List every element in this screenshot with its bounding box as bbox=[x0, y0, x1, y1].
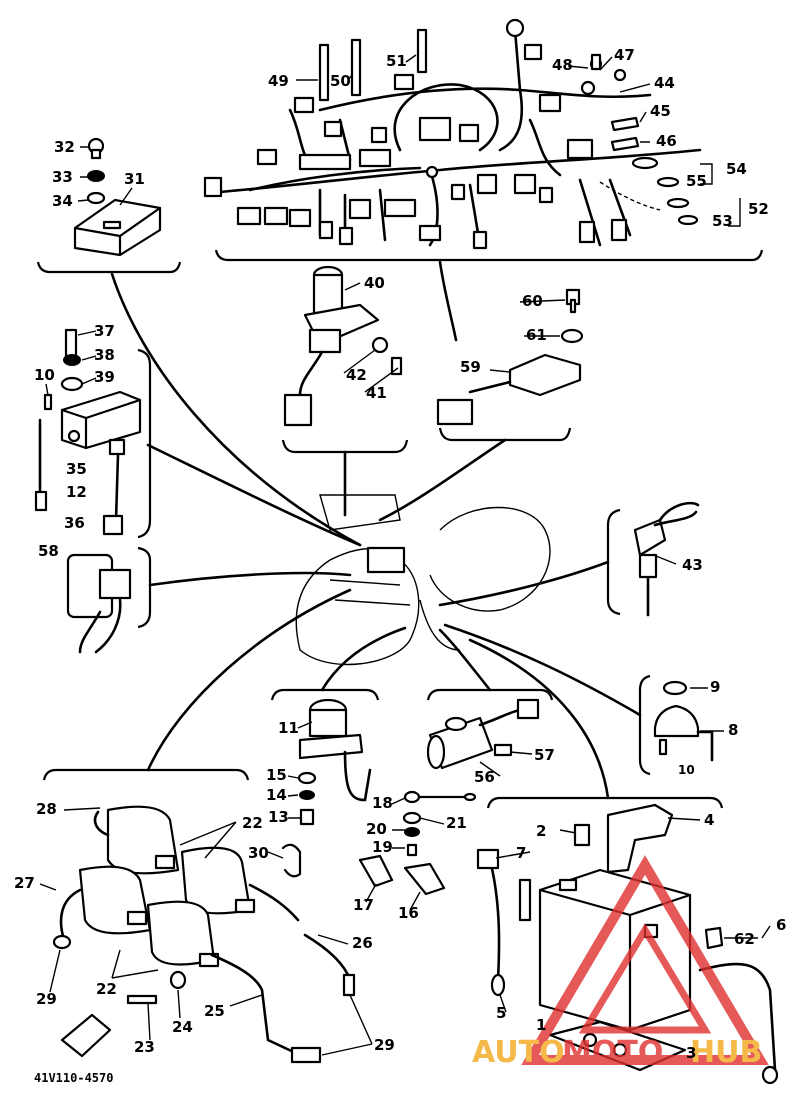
label-34: 34 bbox=[52, 192, 73, 210]
fasteners-13-15 bbox=[297, 771, 317, 826]
watermark-logo: AUTO MOTO HUB bbox=[472, 855, 769, 1070]
label-45: 45 bbox=[650, 102, 671, 120]
label-20: 20 bbox=[366, 820, 387, 838]
relay-assembly-31 bbox=[73, 137, 162, 257]
label-50: 50 bbox=[330, 72, 351, 90]
label-38: 38 bbox=[94, 346, 115, 364]
label-58: 58 bbox=[38, 542, 59, 560]
unit-8 bbox=[653, 680, 714, 762]
label-10-b: 10 bbox=[678, 763, 695, 777]
label-53: 53 bbox=[712, 212, 733, 230]
label-13: 13 bbox=[268, 808, 289, 826]
label-57: 57 bbox=[534, 746, 555, 764]
label-40: 40 bbox=[364, 274, 385, 292]
label-22-bottom: 22 bbox=[96, 980, 117, 998]
label-32: 32 bbox=[54, 138, 75, 156]
label-2: 2 bbox=[536, 822, 546, 840]
label-62: 62 bbox=[734, 930, 755, 948]
label-15: 15 bbox=[266, 766, 287, 784]
part-labels: 1 2 3 4 5 6 7 8 9 10 10 11 12 13 14 15 1… bbox=[14, 46, 786, 1085]
label-31: 31 bbox=[124, 170, 145, 188]
label-5: 5 bbox=[496, 1004, 506, 1022]
main-wire-harness bbox=[203, 18, 702, 250]
label-33: 33 bbox=[52, 168, 73, 186]
label-28: 28 bbox=[36, 800, 57, 818]
battery-1 bbox=[476, 803, 779, 1085]
label-9: 9 bbox=[710, 678, 720, 696]
unit-59 bbox=[436, 288, 584, 426]
label-61: 61 bbox=[526, 326, 547, 344]
label-44: 44 bbox=[654, 74, 675, 92]
label-8: 8 bbox=[728, 721, 738, 739]
label-17: 17 bbox=[353, 896, 374, 914]
watermark-hub-text: HUB bbox=[690, 1035, 762, 1070]
label-49: 49 bbox=[268, 72, 289, 90]
label-59: 59 bbox=[460, 358, 481, 376]
label-29-left: 29 bbox=[36, 990, 57, 1008]
label-29-right: 29 bbox=[374, 1036, 395, 1054]
label-56: 56 bbox=[474, 768, 495, 786]
label-21: 21 bbox=[446, 814, 467, 832]
diagram-part-code: 41V110-4570 bbox=[34, 1071, 113, 1085]
label-30: 30 bbox=[248, 844, 269, 862]
label-18: 18 bbox=[372, 794, 393, 812]
label-54: 54 bbox=[726, 160, 747, 178]
label-6: 6 bbox=[776, 916, 786, 934]
label-37: 37 bbox=[94, 322, 115, 340]
label-27: 27 bbox=[14, 874, 35, 892]
label-35: 35 bbox=[66, 460, 87, 478]
label-14: 14 bbox=[266, 786, 287, 804]
label-51: 51 bbox=[386, 52, 407, 70]
label-52: 52 bbox=[748, 200, 769, 218]
main-switch-40 bbox=[283, 265, 403, 427]
label-3: 3 bbox=[686, 1044, 696, 1062]
watermark-moto-text: MOTO bbox=[562, 1035, 663, 1070]
label-10-a: 10 bbox=[34, 366, 55, 384]
label-42: 42 bbox=[346, 366, 367, 384]
label-25: 25 bbox=[204, 1002, 225, 1020]
rectifier-35 bbox=[34, 328, 142, 536]
unit-58 bbox=[66, 553, 132, 654]
label-36: 36 bbox=[64, 514, 85, 532]
ignition-coils-22 bbox=[52, 805, 356, 1064]
label-24: 24 bbox=[172, 1018, 193, 1036]
unit-11 bbox=[298, 698, 372, 802]
label-39: 39 bbox=[94, 368, 115, 386]
label-19: 19 bbox=[372, 838, 393, 856]
switches-16-21 bbox=[281, 790, 477, 896]
label-12: 12 bbox=[66, 483, 87, 501]
label-1: 1 bbox=[536, 1016, 546, 1034]
leader-lines bbox=[39, 54, 771, 1056]
label-41: 41 bbox=[366, 384, 387, 402]
label-16: 16 bbox=[398, 904, 419, 922]
fasteners-23-24 bbox=[60, 970, 187, 1058]
watermark-auto-text: AUTO bbox=[472, 1035, 565, 1070]
label-46: 46 bbox=[656, 132, 677, 150]
label-23: 23 bbox=[134, 1038, 155, 1056]
label-11: 11 bbox=[278, 719, 299, 737]
label-26: 26 bbox=[352, 934, 373, 952]
connector-lines bbox=[110, 260, 642, 800]
label-48: 48 bbox=[552, 56, 573, 74]
label-55: 55 bbox=[686, 172, 707, 190]
unit-56 bbox=[426, 698, 540, 770]
label-22-top: 22 bbox=[242, 814, 263, 832]
label-4: 4 bbox=[704, 811, 714, 829]
frame-outline bbox=[295, 494, 551, 666]
unit-43 bbox=[633, 501, 700, 617]
label-43: 43 bbox=[682, 556, 703, 574]
harness-small-parts bbox=[318, 28, 699, 226]
label-47: 47 bbox=[614, 46, 635, 64]
